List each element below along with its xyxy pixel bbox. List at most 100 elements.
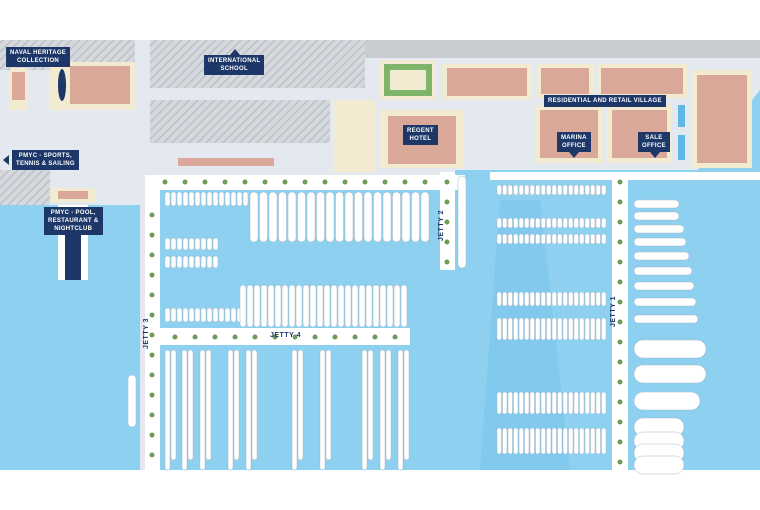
tree-icon [444, 239, 450, 245]
tree-icon [617, 259, 623, 265]
boat [351, 284, 359, 328]
boat [633, 211, 680, 221]
boat [557, 391, 563, 415]
label-naval-heritage[interactable]: NAVAL HERITAGE COLLECTION [6, 47, 71, 67]
label-residential-village[interactable]: RESIDENTIAL AND RETAIL VILLAGE [544, 95, 666, 107]
tree-icon [292, 334, 298, 340]
tree-icon [182, 179, 188, 185]
boat [507, 427, 513, 455]
boat [573, 217, 579, 229]
boat [595, 317, 601, 341]
boat [633, 237, 687, 247]
boat [579, 291, 585, 307]
jetty-1-label: JETTY 1 [610, 296, 617, 327]
boat [584, 184, 590, 196]
tree-icon [362, 179, 368, 185]
label-international-school[interactable]: INTERNATIONAL SCHOOL [204, 55, 265, 75]
boat [316, 191, 325, 243]
boat [595, 217, 601, 229]
boat [267, 284, 275, 328]
boat [420, 191, 430, 243]
boat [535, 317, 541, 341]
boat [496, 391, 502, 415]
boat [502, 233, 508, 245]
boat [170, 255, 177, 269]
boat [546, 317, 552, 341]
boat [546, 427, 552, 455]
tree-icon [222, 179, 228, 185]
boat [182, 191, 189, 207]
boat [540, 427, 546, 455]
tree-icon [322, 179, 328, 185]
boat [633, 455, 685, 475]
tree-icon [172, 334, 178, 340]
boat [253, 284, 261, 328]
pointer-down-icon [650, 152, 660, 158]
jetty-2-label: JETTY 2 [438, 210, 445, 241]
boat [568, 317, 574, 341]
tree-icon [332, 334, 338, 340]
boat [507, 233, 513, 245]
boat [524, 217, 530, 229]
boat [212, 255, 219, 269]
boat [557, 217, 563, 229]
boat [573, 233, 579, 245]
boat [386, 284, 394, 328]
boat [540, 391, 546, 415]
tree-icon [149, 372, 155, 378]
boat [182, 255, 189, 269]
label-pmyc-sports[interactable]: PMYC - SPORTS, TENNIS & SAILING [12, 150, 79, 170]
tree-icon [149, 312, 155, 318]
boat [551, 184, 557, 196]
boat [259, 191, 268, 243]
boat [524, 184, 530, 196]
label-pmyc-pool[interactable]: PMYC - POOL, RESTAURANT & NIGHTCLUB [44, 207, 103, 235]
label-regent-hotel[interactable]: REGENT HOTEL [403, 125, 438, 145]
boat [601, 184, 607, 196]
boat [568, 391, 574, 415]
tree-icon [262, 179, 268, 185]
boat [164, 307, 171, 323]
boat [233, 349, 240, 461]
boat [507, 291, 513, 307]
boat [212, 237, 219, 251]
boat [540, 233, 546, 245]
boat [562, 391, 568, 415]
boat [579, 391, 585, 415]
boat [551, 317, 557, 341]
boat [187, 349, 194, 461]
boat [551, 217, 557, 229]
boat [590, 217, 596, 229]
tree-icon [202, 179, 208, 185]
label-sale-office[interactable]: SALE OFFICE [638, 132, 670, 152]
boat [513, 427, 519, 455]
boat [288, 284, 296, 328]
boat [206, 255, 213, 269]
tree-icon [302, 179, 308, 185]
boat [206, 237, 213, 251]
boat [513, 233, 519, 245]
tree-icon [149, 252, 155, 258]
boat [551, 427, 557, 455]
building [58, 191, 88, 199]
pointer-down-icon [569, 152, 579, 158]
boat [633, 391, 701, 411]
boat [242, 191, 249, 207]
boat [595, 233, 601, 245]
building [697, 75, 747, 163]
boat [200, 307, 207, 323]
boat [579, 317, 585, 341]
boat [535, 217, 541, 229]
boat [633, 281, 695, 291]
boat [188, 255, 195, 269]
boat [361, 349, 368, 471]
boat [633, 339, 707, 359]
tree-icon [444, 259, 450, 265]
boat [385, 349, 392, 461]
boat [194, 255, 201, 269]
label-marina-office[interactable]: MARINA OFFICE [557, 132, 591, 152]
tree-icon [149, 332, 155, 338]
boat [502, 291, 508, 307]
boat [633, 297, 697, 307]
